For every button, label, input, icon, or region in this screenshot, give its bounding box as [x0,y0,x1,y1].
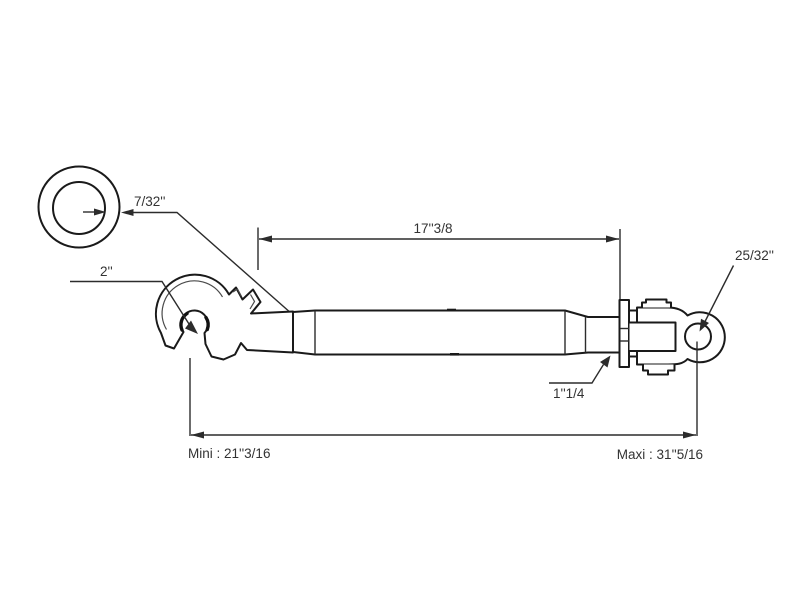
leader-arrowhead-detail-bore [121,209,134,216]
tube-outline [292,309,621,356]
leader-thread-diameter: 1''1/4 [549,355,611,401]
ball-seat-rim-right [204,315,210,332]
yoke-bottom-boss [642,364,676,376]
dim-arrow-bottom-right [683,431,696,439]
dim-arrow-top-left [259,235,272,243]
dim-arrow-top-right [606,235,619,243]
label-eye-bore: 25/32'' [735,248,774,263]
detail-view-bushing [37,165,121,249]
latch-detail-lines [232,288,256,310]
lock-flange [618,299,630,368]
hook-inner-rim [161,280,224,330]
clevis-slot-outline [629,321,677,352]
label-detail-bore: 7/32'' [134,194,165,209]
leader-hook-opening: 2'' [70,264,198,334]
label-hook-opening: 2'' [100,264,113,279]
tube-body [292,308,621,356]
label-length-min: Mini : 21''3/16 [188,446,270,461]
dimension-top: 17''3/8 [257,221,621,299]
leader-eye-bore: 25/32'' [699,248,774,332]
leader-arrowhead-hook-opening [185,320,198,334]
ball-seat-rim-left [179,311,189,332]
hook-end [154,273,294,361]
hook-outline [154,273,294,361]
label-thread-diameter: 1''1/4 [553,386,585,401]
yoke-top-boss [641,298,672,308]
leader-arrowhead-thread [600,355,611,368]
leader-line-eye-bore [702,265,735,325]
leader-line-thread [549,364,605,384]
leader-line-hook-opening [70,280,190,325]
label-length-max: Maxi : 31''5/16 [617,447,703,462]
weld-seam-top [447,308,456,312]
leader-arrowhead-eye-bore [699,318,709,332]
clevis-slot-fill [629,322,676,351]
dim-arrow-bottom-left [191,431,204,439]
yoke-end [618,298,726,376]
detail-radius-arrowhead [94,208,106,216]
label-body-length: 17''3/8 [414,221,453,236]
dimension-bottom: Mini : 21''3/16 Maxi : 31''5/16 [188,341,703,462]
detail-circle-inner [52,181,106,235]
leader-line-detail-bore [132,211,293,315]
weld-seam-bottom [450,353,459,356]
detail-circle-outer [37,165,121,249]
eye-hole [684,322,712,351]
leader-detail-bore: 7/32'' [121,194,293,315]
